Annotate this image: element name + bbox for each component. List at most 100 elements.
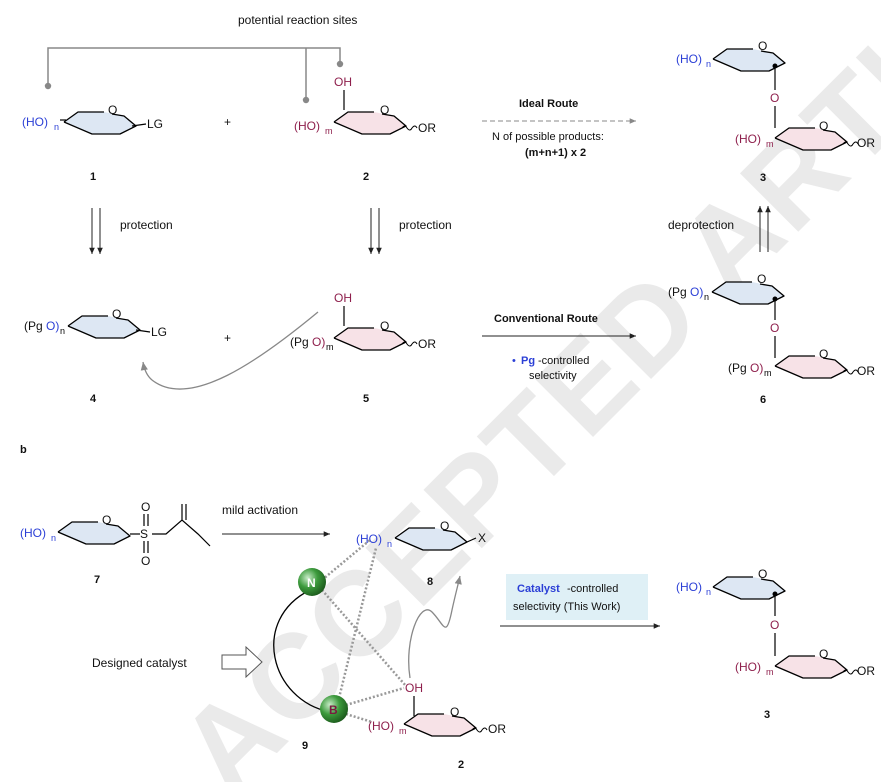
svg-text:protection: protection: [399, 218, 452, 232]
svg-text:(Pg: (Pg: [668, 285, 687, 299]
svg-text:n: n: [60, 326, 65, 336]
compound-number-4: 4: [90, 393, 97, 405]
compound-5: OH (Pg O) m O OR 5: [290, 291, 436, 405]
svg-text:m: m: [399, 726, 407, 736]
svg-text:(HO): (HO): [676, 52, 702, 66]
svg-text:(Pg: (Pg: [290, 335, 309, 349]
svg-text:m: m: [325, 126, 333, 136]
compound-6: (Pg O) n O O (Pg O) m O OR 6: [668, 272, 875, 406]
boron-sphere: [320, 695, 348, 723]
compound-2-panel-b: OH (HO) m O OR 2: [368, 681, 506, 771]
svg-text:OR: OR: [857, 364, 875, 378]
svg-text:(HO): (HO): [676, 580, 702, 594]
svg-text:O: O: [450, 705, 459, 719]
svg-text:O: O: [108, 103, 117, 117]
svg-text:(HO): (HO): [368, 719, 394, 733]
panel-label-b: b: [20, 444, 27, 456]
svg-text:m: m: [766, 139, 774, 149]
plus-sign-2: +: [224, 331, 231, 345]
compound-2: OH (HO) m O OR 2: [294, 75, 436, 183]
compound-number-3: 3: [760, 172, 766, 184]
svg-text:(HO): (HO): [22, 115, 48, 129]
mild-activation-arrow: mild activation: [222, 503, 330, 537]
compound-number-3b: 3: [764, 709, 770, 721]
svg-text:mild activation: mild activation: [222, 503, 298, 517]
svg-text:m: m: [766, 667, 774, 677]
compound-7: (HO) n O S O O 7: [20, 500, 211, 586]
svg-text:O: O: [380, 103, 389, 117]
ideal-route-arrow: Ideal Route N of possible products: (m+n…: [482, 98, 636, 159]
watermark: ACCEPTED ARTICLE PREVIEW: [154, 0, 881, 782]
reaction-sites-label: potential reaction sites: [238, 13, 357, 27]
svg-text:OR: OR: [488, 722, 506, 736]
svg-text:LG: LG: [151, 325, 167, 339]
svg-text:S: S: [140, 527, 148, 541]
compound-8: (HO) n O X 8: [356, 519, 486, 588]
svg-text:O: O: [770, 91, 779, 105]
svg-text:O: O: [758, 567, 767, 581]
svg-text:O: O: [380, 319, 389, 333]
svg-text:Conventional Route: Conventional Route: [494, 313, 598, 325]
svg-text:O: O: [757, 272, 766, 286]
compound-number-7: 7: [94, 574, 100, 586]
svg-text:OR: OR: [857, 136, 875, 150]
compound-1: (HO) n O LG 1: [22, 103, 163, 183]
svg-text:n: n: [51, 533, 56, 543]
svg-text:selectivity (This Work): selectivity (This Work): [513, 601, 620, 613]
catalyst-controlled-arrow: Catalyst -controlled selectivity (This W…: [500, 574, 660, 629]
svg-text:Pg: Pg: [521, 355, 535, 367]
svg-text:O: O: [102, 513, 111, 527]
svg-text:O): O): [312, 335, 325, 349]
svg-text:O): O): [690, 285, 703, 299]
svg-text:O: O: [819, 647, 828, 661]
svg-text:O: O: [141, 500, 150, 514]
svg-text:B: B: [329, 703, 338, 717]
compound-3-panel-b: (HO) n O O (HO) m O OR 3: [676, 567, 875, 721]
svg-text:O): O): [46, 319, 59, 333]
svg-text:m: m: [764, 368, 772, 378]
catalyst-box: [506, 574, 648, 620]
svg-text:O): O): [750, 361, 763, 375]
attack-squiggle-arrow: [408, 575, 462, 679]
svg-text:n: n: [704, 292, 709, 302]
svg-text:n: n: [706, 587, 711, 597]
nitrogen-sphere: [298, 568, 326, 596]
reaction-sites-bracket: potential reaction sites: [44, 13, 357, 104]
svg-text:(m+n+1) x 2: (m+n+1) x 2: [525, 147, 586, 159]
designed-catalyst-arrow: Designed catalyst: [92, 645, 263, 679]
svg-text:O: O: [112, 307, 121, 321]
svg-text:N: N: [307, 576, 316, 590]
svg-text:LG: LG: [147, 117, 163, 131]
svg-text:O: O: [819, 119, 828, 133]
svg-text:O: O: [141, 554, 150, 568]
compound-number-2: 2: [363, 171, 369, 183]
protection-arrow-left: protection: [89, 208, 173, 254]
plus-sign: +: [224, 115, 231, 129]
svg-text:m: m: [326, 342, 334, 352]
svg-text:(HO): (HO): [356, 532, 382, 546]
svg-text:-controlled: -controlled: [567, 583, 618, 595]
svg-text:O: O: [758, 39, 767, 53]
svg-text:deprotection: deprotection: [668, 218, 734, 232]
svg-text:Ideal Route: Ideal Route: [519, 98, 578, 110]
svg-text:OH: OH: [405, 681, 423, 695]
svg-text:protection: protection: [120, 218, 173, 232]
svg-text:Designed catalyst: Designed catalyst: [92, 656, 187, 670]
compound-3-top: (HO) n O O (HO) m O OR 3: [676, 39, 875, 184]
compound-number-9: 9: [302, 740, 308, 752]
svg-text:(HO): (HO): [294, 119, 320, 133]
svg-text:O: O: [770, 618, 779, 632]
svg-text:OR: OR: [857, 664, 875, 678]
svg-text:N of possible products:: N of possible products:: [492, 131, 604, 143]
compound-number-8: 8: [427, 576, 433, 588]
svg-text:selectivity: selectivity: [529, 370, 577, 382]
svg-text:OR: OR: [418, 337, 436, 351]
svg-text:O: O: [440, 519, 449, 533]
svg-text:(HO): (HO): [20, 526, 46, 540]
svg-text:(HO): (HO): [735, 660, 761, 674]
compound-number-2b: 2: [458, 759, 464, 771]
glycosylation-curve-arrow: [140, 311, 319, 390]
svg-text:(Pg: (Pg: [728, 361, 747, 375]
svg-text:X: X: [478, 531, 486, 545]
